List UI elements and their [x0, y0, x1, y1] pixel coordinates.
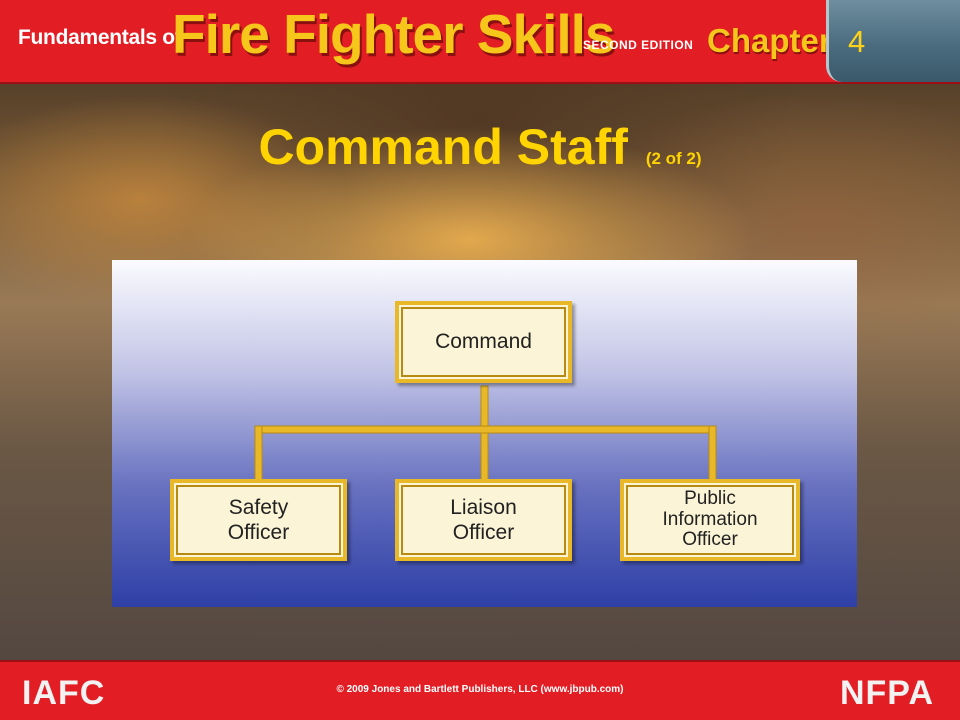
- slide-subtitle: (2 of 2): [645, 149, 702, 168]
- node-safety-line-1: Safety: [228, 495, 289, 519]
- series-prefix: Fundamentals of: [18, 26, 182, 49]
- org-chart-panel: Command Safety Officer Liaison Officer P…: [112, 260, 857, 607]
- node-liaison-line-1: Liaison: [450, 495, 517, 519]
- connector-root-down: [480, 385, 489, 483]
- header-bar: Fundamentals of Fire Fighter Skills SECO…: [0, 0, 960, 84]
- connector-left-drop: [254, 425, 263, 483]
- node-public-information-officer: Public Information Officer: [620, 479, 800, 561]
- iafc-logo: IAFC: [22, 674, 106, 712]
- series-title: Fire Fighter Skills: [172, 3, 616, 65]
- chapter-tab: [826, 0, 960, 82]
- node-liaison-line-2: Officer: [452, 521, 515, 544]
- footer-bar: IAFC © 2009 Jones and Bartlett Publisher…: [0, 660, 960, 720]
- chapter-label: Chapter: [707, 22, 832, 59]
- chapter-number: 4: [848, 24, 866, 59]
- node-liaison-officer: Liaison Officer: [395, 479, 572, 561]
- slide-title: Command Staff (2 of 2): [0, 118, 960, 176]
- org-chart-connectors: [254, 385, 717, 483]
- connector-right-drop: [708, 425, 717, 483]
- copyright-text: © 2009 Jones and Bartlett Publishers, LL…: [336, 684, 624, 695]
- node-pio-line-3: Officer: [682, 529, 738, 551]
- node-command-line: Command: [435, 330, 532, 354]
- edition-label: SECOND EDITION: [583, 38, 694, 52]
- connector-horizontal: [254, 425, 717, 434]
- node-safety-officer: Safety Officer: [170, 479, 347, 561]
- nfpa-logo: NFPA: [839, 674, 934, 712]
- node-command: Command: [395, 301, 572, 383]
- node-pio-line-1: Public: [684, 487, 736, 509]
- slide-title-text: Command Staff: [258, 119, 628, 175]
- node-safety-line-2: Officer: [227, 521, 290, 544]
- node-pio-line-2: Information: [662, 508, 758, 530]
